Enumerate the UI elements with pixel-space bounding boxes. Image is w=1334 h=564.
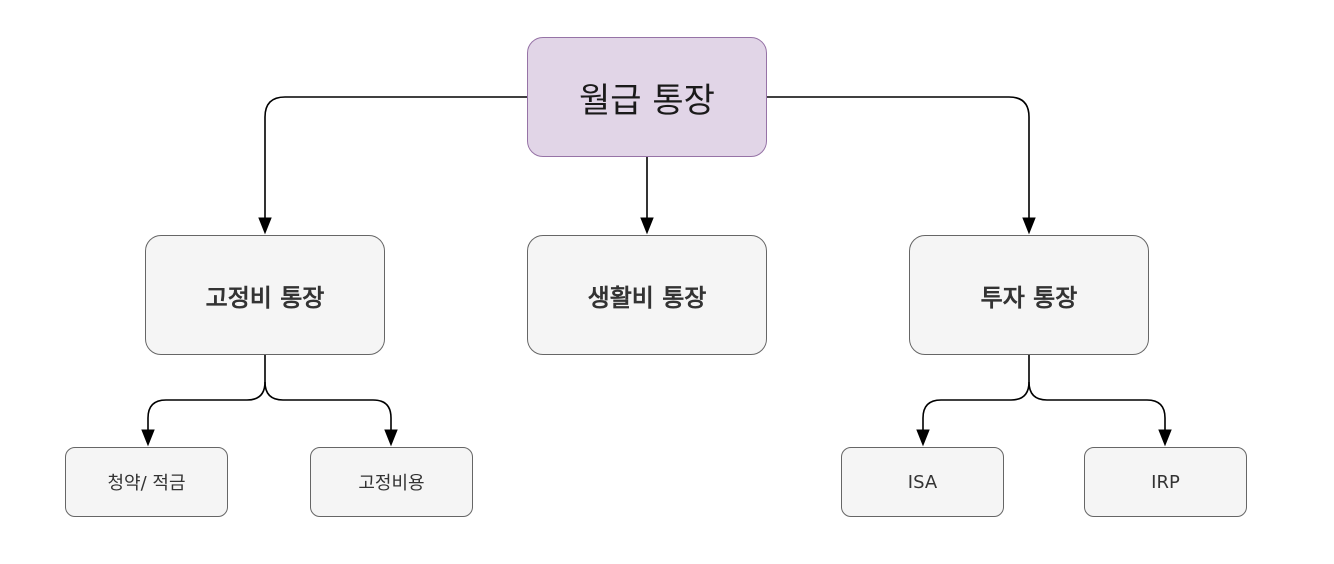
leaf-subscription-savings: 청약/ 적금 <box>65 447 228 517</box>
edge-fixed-to-savings <box>147 355 266 432</box>
node-living-expense-account: 생활비 통장 <box>527 235 767 355</box>
edge-invest-to-isa <box>922 355 1030 432</box>
arrowhead-savings <box>141 429 155 447</box>
root-node-salary-account: 월급 통장 <box>527 37 767 157</box>
leaf-label: ISA <box>907 471 938 493</box>
leaf-isa: ISA <box>841 447 1004 517</box>
arrowhead-living <box>640 217 654 235</box>
leaf-label: 고정비용 <box>358 473 425 494</box>
arrowhead-isa <box>916 429 930 447</box>
edge-fixed-to-fixedcost <box>264 381 392 432</box>
edge-invest-to-irp <box>1028 381 1166 432</box>
root-node-label: 월급 통장 <box>579 80 715 121</box>
arrowhead-fixed <box>258 217 272 235</box>
arrowhead-fixedcost <box>384 429 398 447</box>
node-label: 투자 통장 <box>980 283 1078 312</box>
node-label: 생활비 통장 <box>587 283 707 312</box>
leaf-label: 청약/ 적금 <box>107 473 186 494</box>
edge-root-to-invest <box>767 96 1030 220</box>
leaf-irp: IRP <box>1084 447 1247 517</box>
node-fixed-expense-account: 고정비 통장 <box>145 235 385 355</box>
arrowhead-irp <box>1158 429 1172 447</box>
edge-root-to-fixed <box>264 96 527 220</box>
arrowhead-invest <box>1022 217 1036 235</box>
node-investment-account: 투자 통장 <box>909 235 1149 355</box>
node-label: 고정비 통장 <box>205 283 325 312</box>
leaf-fixed-costs: 고정비용 <box>310 447 473 517</box>
leaf-label: IRP <box>1151 471 1180 493</box>
